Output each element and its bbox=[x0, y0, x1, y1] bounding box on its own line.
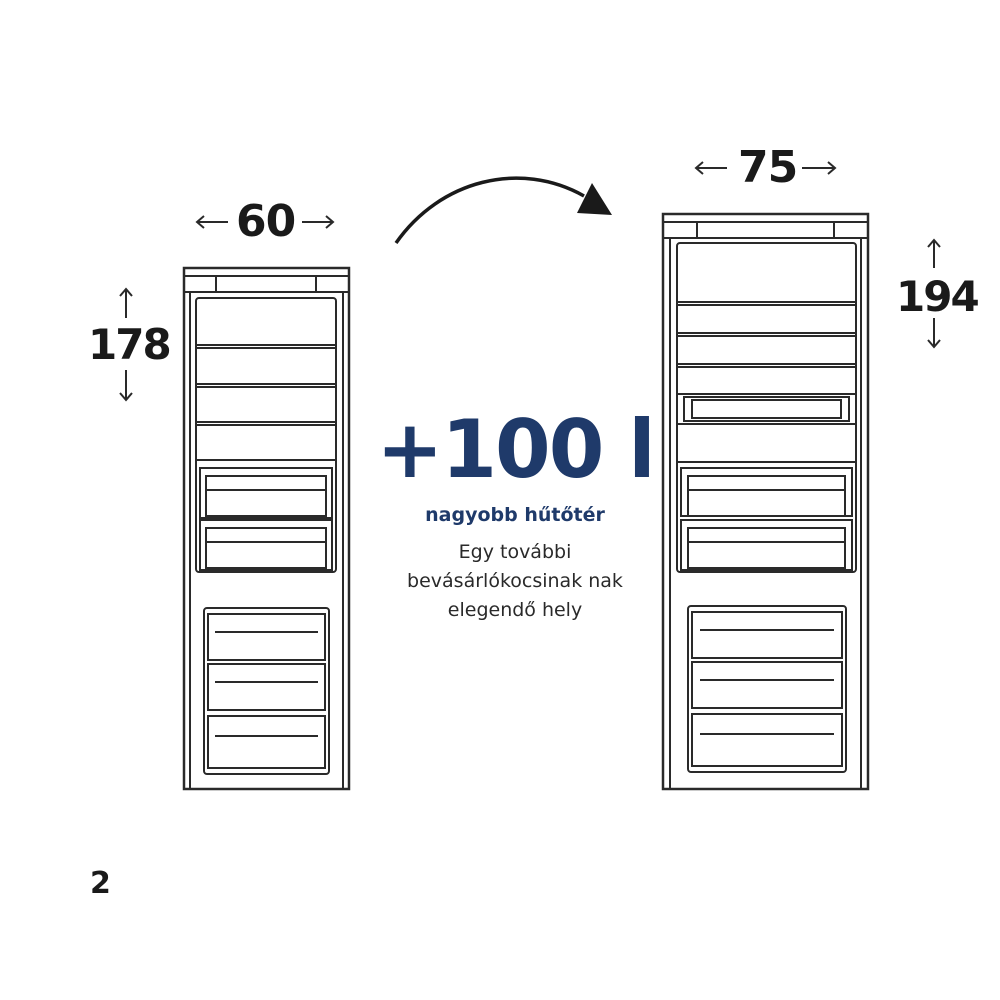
right-width-arrows bbox=[694, 161, 837, 175]
right-height-label: 194 bbox=[896, 272, 980, 321]
description-line: Egy további bbox=[458, 541, 572, 563]
volume-headline: +100 l bbox=[376, 403, 655, 496]
right-width-label: 75 bbox=[738, 142, 798, 193]
left-height-arrows bbox=[119, 287, 133, 402]
left-width-label: 60 bbox=[236, 196, 296, 247]
left-fridge bbox=[182, 266, 351, 791]
volume-description: Egy további bevásárlókocsinak nak elegen… bbox=[365, 538, 665, 625]
curved-arrow-icon bbox=[394, 176, 612, 245]
left-height-label: 178 bbox=[88, 320, 172, 369]
description-line: bevásárlókocsinak nak bbox=[407, 570, 623, 592]
description-line: elegendő hely bbox=[447, 599, 583, 621]
right-height-arrows bbox=[927, 238, 941, 349]
right-fridge bbox=[661, 212, 870, 791]
volume-subtitle: nagyobb hűtőtér bbox=[425, 504, 605, 526]
page-number: 2 bbox=[90, 866, 111, 901]
left-width-arrows bbox=[195, 215, 335, 229]
